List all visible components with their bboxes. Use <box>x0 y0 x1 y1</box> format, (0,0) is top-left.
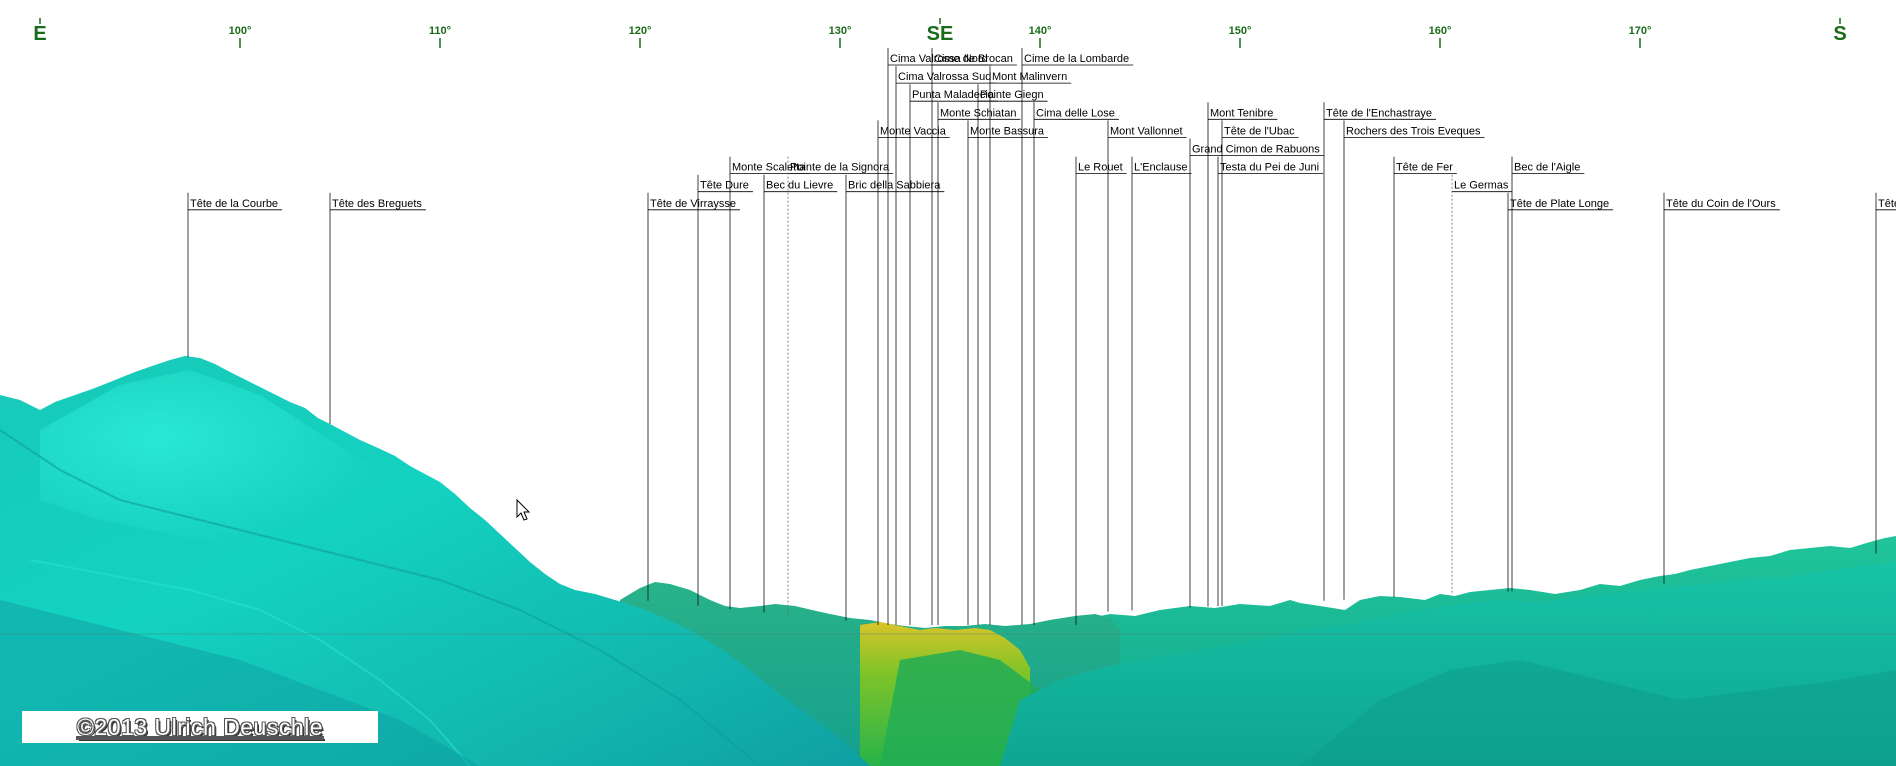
peak-label: Tête de l'Enchastraye <box>1323 102 1437 601</box>
mouse-cursor-icon <box>516 498 531 521</box>
peak-label: Tête de l'Ubac <box>1221 120 1299 606</box>
compass-mark: 150° <box>1229 25 1252 48</box>
peak-label: Bec du Lievre <box>763 174 838 613</box>
peak-label: Bec de l'Aigle <box>1511 156 1585 592</box>
peak-name: Cima Valrossa Nord <box>890 53 988 65</box>
peak-label: Tête de la Courbe <box>187 192 283 358</box>
peak-label: Tête de Plate Longe <box>1507 192 1614 592</box>
peak-name: Bric della Sabbiera <box>848 180 941 192</box>
compass-label: 150° <box>1229 25 1252 37</box>
peak-name: Tête de l'Ubac <box>1224 125 1295 137</box>
peak-name: Mont Tenibre <box>1210 107 1273 119</box>
compass-label: 100° <box>229 25 252 37</box>
peak-label: Pointe Giegn <box>977 84 1048 625</box>
peak-label: Le Germas <box>1451 174 1513 595</box>
peak-name: Tête de l'Enchastraye <box>1326 107 1432 119</box>
peak-name: Tête des Breguets <box>332 198 422 210</box>
compass-mark: 100° <box>229 25 252 48</box>
peak-name: Punta Maladecia <box>912 89 995 101</box>
compass-label: 170° <box>1629 25 1652 37</box>
peak-label: Tête du Coin de l'Ours <box>1663 192 1780 584</box>
peak-name: Bec de l'Aigle <box>1514 162 1580 174</box>
left-ridge-detail-2 <box>29 559 471 766</box>
compass-mark: 170° <box>1629 25 1652 48</box>
near-mountain-left-highlight <box>40 370 430 560</box>
peak-label: Tête des Breguets <box>329 192 426 424</box>
peak-name: Pointe de la Signora <box>790 162 890 174</box>
peak-name: Mont Vallonnet <box>1110 125 1183 137</box>
left-ridge-detail <box>0 429 761 766</box>
compass-mark: SE <box>927 18 954 45</box>
peak-label: Monte Schiatan <box>937 102 1021 625</box>
peak-name: Grand Cimon de Rabuons <box>1192 144 1320 156</box>
compass-label: 120° <box>629 25 652 37</box>
peak-name: Tête <box>1878 198 1896 210</box>
peak-name: Monte Vaccia <box>880 125 947 137</box>
compass-mark: E <box>33 18 47 45</box>
peak-name: Testa du Pei de Juni <box>1220 162 1319 174</box>
compass-label: 130° <box>829 25 852 37</box>
peak-label: Mont Vallonnet <box>1107 120 1187 612</box>
peak-label: Rochers des Trois Eveques <box>1343 120 1485 600</box>
compass-mark: 120° <box>629 25 652 48</box>
peak-label: Monte Bassura <box>967 120 1048 625</box>
compass-scale: E 100° 110° 120° 130° SE 140° 150° 160° 170° S <box>33 18 1847 48</box>
peak-name: Pointe Giegn <box>980 89 1044 101</box>
peak-label: Cima Valrossa Sud <box>895 66 996 625</box>
peak-name: Tête Dure <box>700 180 749 192</box>
compass-mark: 140° <box>1029 25 1052 48</box>
peak-label: Mont Tenibre <box>1207 102 1278 607</box>
peak-label: Cime de Brocan <box>931 48 1017 625</box>
peak-name: Cima Valrossa Sud <box>898 71 991 83</box>
peak-label: Mont Malinvern <box>989 66 1072 625</box>
peak-label: Tête de Fer <box>1393 156 1457 598</box>
compass-mark: S <box>1833 18 1847 45</box>
copyright-notice: ©2013 Ulrich Deuschle <box>22 711 378 743</box>
peak-label: Cima delle Lose <box>1033 102 1119 625</box>
peak-label: Monte Vaccia <box>877 120 950 625</box>
peak-label: L'Enclause <box>1131 156 1192 611</box>
peak-label: Bric della Sabbiera <box>845 174 945 621</box>
compass-mark: 110° <box>429 25 451 48</box>
peak-name: Cime de la Lombarde <box>1024 53 1129 65</box>
peak-name: Cima delle Lose <box>1036 107 1115 119</box>
compass-mark: 130° <box>829 25 852 48</box>
compass-label: 110° <box>429 25 451 37</box>
peak-name: Tête de Virraysse <box>650 198 736 210</box>
peak-label: Testa du Pei de Juni <box>1217 156 1324 607</box>
peak-label: Pointe de la Signora <box>787 156 894 615</box>
peak-name: Monte Bassura <box>970 125 1045 137</box>
peak-label: Tête <box>1875 192 1896 554</box>
compass-label: 140° <box>1029 25 1052 37</box>
peak-name: Mont Malinvern <box>992 71 1067 83</box>
peak-name: L'Enclause <box>1134 162 1187 174</box>
peak-name: Monte Schiatan <box>940 107 1016 119</box>
peak-label: Cime de la Lombarde <box>1021 48 1134 625</box>
peak-label: Punta Maladecia <box>909 84 998 625</box>
peak-name: Le Germas <box>1454 180 1509 192</box>
peak-label: Le Rouet <box>1075 156 1127 625</box>
peak-name: Cime de Brocan <box>934 53 1013 65</box>
near-hills-right-shade <box>1300 660 1896 766</box>
peak-label: Tête de Virraysse <box>647 192 741 601</box>
peak-name: Tête de Fer <box>1396 162 1453 174</box>
peak-name: Rochers des Trois Eveques <box>1346 125 1481 137</box>
peak-label: Tête Dure <box>697 174 753 606</box>
compass-label: S <box>1833 23 1846 45</box>
peak-name: Tête du Coin de l'Ours <box>1666 198 1776 210</box>
peak-label: Grand Cimon de Rabuons <box>1189 138 1324 608</box>
compass-label: 160° <box>1429 25 1452 37</box>
compass-label: SE <box>927 23 954 45</box>
compass-label: E <box>33 23 46 45</box>
peak-name: Le Rouet <box>1078 162 1123 174</box>
compass-mark: 160° <box>1429 25 1452 48</box>
peak-name: Tête de Plate Longe <box>1510 198 1609 210</box>
peak-name: Tête de la Courbe <box>190 198 278 210</box>
peak-name: Bec du Lievre <box>766 180 833 192</box>
